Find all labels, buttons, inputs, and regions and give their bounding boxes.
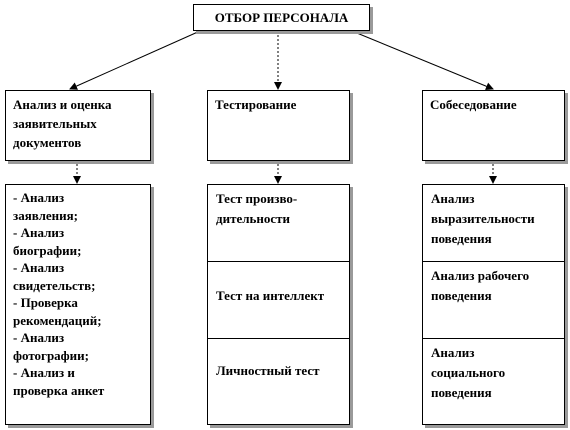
documents-list-line: свидетельств; (13, 277, 96, 293)
interview-item-line: поведения (431, 288, 492, 303)
test-item-performance: Тест произво- дительности (208, 185, 349, 261)
title-box: ОТБОР ПЕРСОНАЛА (193, 4, 370, 31)
documents-list-line: заявления; (13, 207, 79, 223)
category-interview-line-1: Собеседование (430, 97, 517, 112)
interview-item-line: поведения (431, 385, 492, 400)
test-item-line: Тест произво- (216, 191, 298, 206)
documents-list-line: - Анализ и (13, 365, 75, 380)
category-documents-box: Анализ и оценка заявительных документов (5, 90, 151, 161)
documents-list-box: - Анализ заявления; - Анализ биографии; … (5, 184, 151, 425)
category-interview-box: Собеседование (422, 90, 565, 161)
interview-stack: Анализ выразительности поведения Анализ … (422, 184, 565, 425)
test-item-line: дительности (216, 211, 291, 226)
category-testing-box: Тестирование (207, 90, 350, 161)
interview-item-line: поведения (431, 231, 492, 246)
interview-item-line: Анализ рабочего (431, 268, 530, 283)
documents-list-line: - Анализ (13, 190, 65, 205)
documents-list-line: - Анализ (13, 260, 65, 275)
category-documents-line-1: Анализ и оценка (13, 97, 112, 112)
documents-list-line: - Проверка (13, 295, 78, 310)
arrow-title-to-interview (351, 30, 494, 91)
interview-item-line: Анализ (431, 191, 475, 206)
test-item-personality: Личностный тест (208, 338, 349, 424)
interview-item-line: социального (431, 365, 506, 380)
arrow-title-to-documents (69, 30, 201, 90)
interview-item-line: выразительности (431, 211, 535, 226)
category-documents-line-2: заявительных (13, 116, 97, 131)
category-testing-line-1: Тестирование (215, 97, 297, 112)
documents-list-line: рекомендаций; (13, 312, 102, 328)
documents-list-line: - Анализ (13, 225, 65, 240)
interview-item-line: Анализ (431, 345, 475, 360)
test-item-line: Личностный тест (216, 363, 320, 378)
title-text: ОТБОР ПЕРСОНАЛА (214, 10, 349, 25)
documents-list-line: фотографии; (13, 347, 89, 363)
documents-list-line: - Анализ (13, 330, 65, 345)
test-item-line: Тест на интеллект (216, 288, 325, 303)
documents-list-line: проверка анкет (13, 382, 105, 398)
test-item-intelligence: Тест на интеллект (208, 261, 349, 338)
testing-stack: Тест произво- дительности Тест на интелл… (207, 184, 350, 425)
documents-list-line: биографии; (13, 242, 82, 258)
interview-item-work: Анализ рабочего поведения (423, 261, 564, 338)
interview-item-social: Анализ социального поведения (423, 338, 564, 424)
category-documents-line-3: документов (13, 135, 82, 150)
interview-item-expressive: Анализ выразительности поведения (423, 185, 564, 261)
